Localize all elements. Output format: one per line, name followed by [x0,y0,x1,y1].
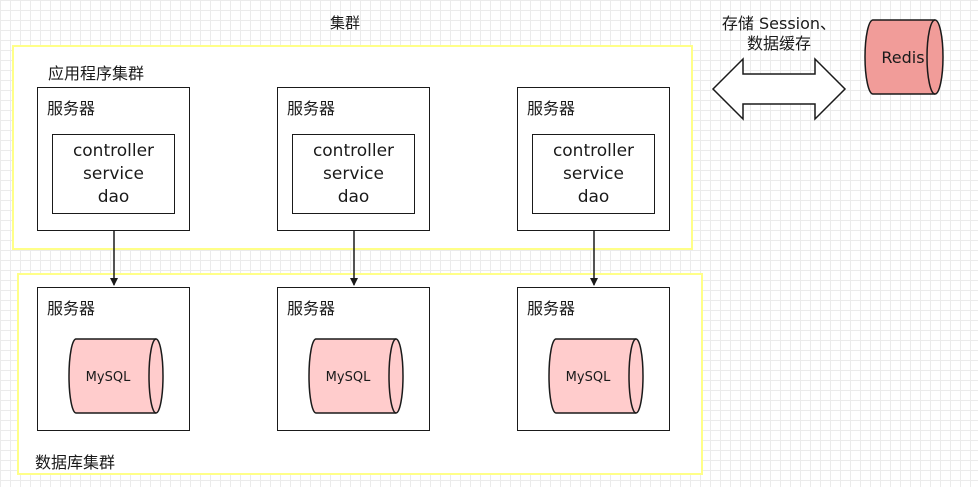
layer-dao: dao [577,186,610,207]
layer-service: service [563,163,624,184]
layer-controller: controller [312,140,395,161]
top-cluster-label: 集群 [330,14,361,32]
cache-line-1: 存储 Session、 [721,14,837,33]
db-server-2: 服务器 MySQL [277,287,430,431]
server-label: 服务器 [527,99,576,118]
db-server-1: 服务器 MySQL [37,287,190,431]
server-label: 服务器 [47,299,96,318]
layer-dao: dao [97,186,130,207]
mysql-label: MySQL [326,370,371,385]
server-label: 服务器 [47,99,96,118]
server-label: 服务器 [287,99,336,118]
code-layers-box: controller service dao [532,134,655,214]
layer-controller: controller [552,140,635,161]
cache-description: 存储 Session、 数据缓存 [704,14,854,54]
app-server-1: 服务器 controller service dao [37,87,190,231]
double-arrow-icon [711,57,847,121]
mysql-database-icon: MySQL [308,338,404,414]
code-layers-box: controller service dao [292,134,415,214]
db-server-3: 服务器 MySQL [517,287,670,431]
mysql-label: MySQL [86,370,131,385]
layer-controller: controller [72,140,155,161]
mysql-database-icon: MySQL [68,338,164,414]
code-layers-box: controller service dao [52,134,175,214]
mysql-database-icon: MySQL [548,338,644,414]
layer-service: service [83,163,144,184]
mysql-label: MySQL [566,370,611,385]
redis-label: Redis [881,48,925,67]
app-server-2: 服务器 controller service dao [277,87,430,231]
server-label: 服务器 [287,299,336,318]
layer-service: service [323,163,384,184]
app-server-3: 服务器 controller service dao [517,87,670,231]
redis-cylinder-icon [864,19,944,95]
db-cluster-label: 数据库集群 [35,453,116,472]
cache-line-2: 数据缓存 [746,34,811,53]
server-label: 服务器 [527,299,576,318]
app-cluster-label: 应用程序集群 [48,64,145,83]
layer-dao: dao [337,186,370,207]
